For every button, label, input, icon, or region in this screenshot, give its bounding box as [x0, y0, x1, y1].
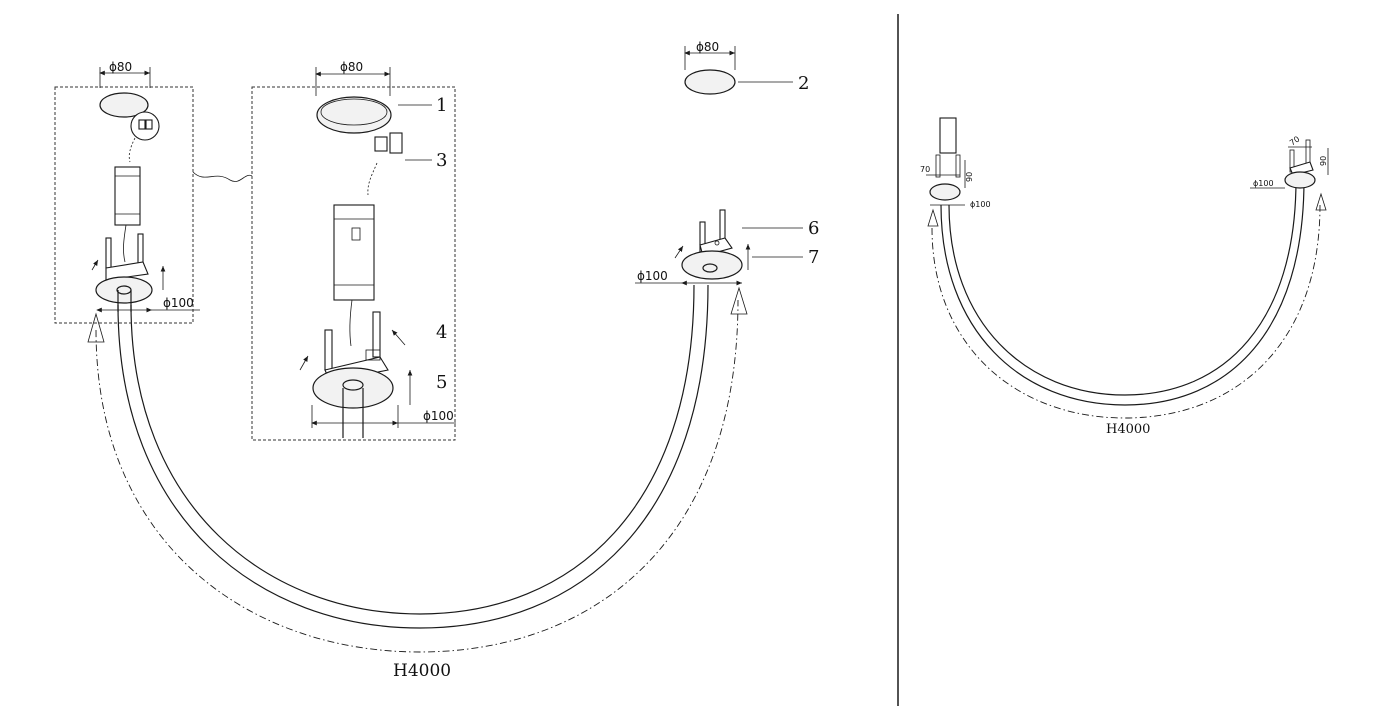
- mount-detail: [299, 311, 413, 438]
- side-dim-base-right: ϕ100: [1253, 179, 1274, 188]
- side-fixture-left: 70 90 ϕ100: [920, 117, 991, 209]
- detail-box-large: [251, 86, 456, 441]
- connector-small: [128, 111, 160, 163]
- part-number-5: 5: [436, 372, 447, 393]
- dim-cap-detail: ϕ80: [315, 60, 391, 96]
- callouts-right: 6 7: [742, 218, 819, 268]
- break-line: [192, 171, 253, 182]
- part-number-7: 7: [808, 247, 819, 268]
- arc-arrow-right: [730, 286, 748, 315]
- driver-detail: [333, 204, 375, 347]
- side-dim-height-right: 90: [1319, 156, 1328, 166]
- part-number-3: 3: [436, 150, 447, 171]
- side-dim-height-left: 90: [965, 172, 974, 182]
- side-dim-width-right: 70: [1288, 134, 1302, 147]
- part-number-2: 2: [798, 73, 809, 94]
- dim-cap-top-label: ϕ80: [696, 40, 719, 54]
- dim-cap-left-label: ϕ80: [109, 60, 132, 74]
- side-arc: [931, 179, 1321, 419]
- side-length-label: H4000: [1106, 422, 1150, 437]
- dim-base-left-label: ϕ100: [163, 296, 194, 310]
- mount-small: [91, 233, 166, 312]
- cap-left: [99, 92, 149, 118]
- dim-cap-detail-label: ϕ80: [340, 60, 363, 74]
- cap-detail: [316, 96, 392, 134]
- dim-base-left: ϕ100: [96, 296, 200, 313]
- side-arc-arrow-left: [927, 208, 939, 227]
- arc-tube: [95, 284, 739, 653]
- dim-base-right-label: ϕ100: [637, 269, 668, 283]
- side-dim-base-left: ϕ100: [970, 200, 991, 209]
- callouts-detail: 1 3 4 5: [398, 95, 447, 393]
- dim-base-right: ϕ100: [635, 269, 742, 286]
- dim-cap-left: ϕ80: [99, 60, 151, 88]
- side-arc-arrow-right: [1315, 192, 1327, 211]
- arc-arrow-left: [87, 312, 105, 343]
- connector-detail: [367, 132, 403, 196]
- dim-base-detail-label: ϕ100: [423, 409, 454, 423]
- part-number-6: 6: [808, 218, 819, 239]
- detail-box-small: [54, 86, 194, 324]
- side-fixture-right: 70 90 ϕ100: [1250, 134, 1329, 189]
- dim-base-detail: ϕ100: [311, 405, 456, 428]
- side-dim-width-left: 70: [920, 165, 930, 174]
- main-length-label: H4000: [393, 661, 451, 681]
- part-number-4: 4: [436, 322, 447, 343]
- driver-small: [114, 166, 141, 263]
- part-number-1: 1: [436, 95, 447, 116]
- dim-cap-top: ϕ80: [684, 40, 736, 70]
- mount-right: [674, 209, 751, 280]
- cap-top: 2: [684, 69, 809, 95]
